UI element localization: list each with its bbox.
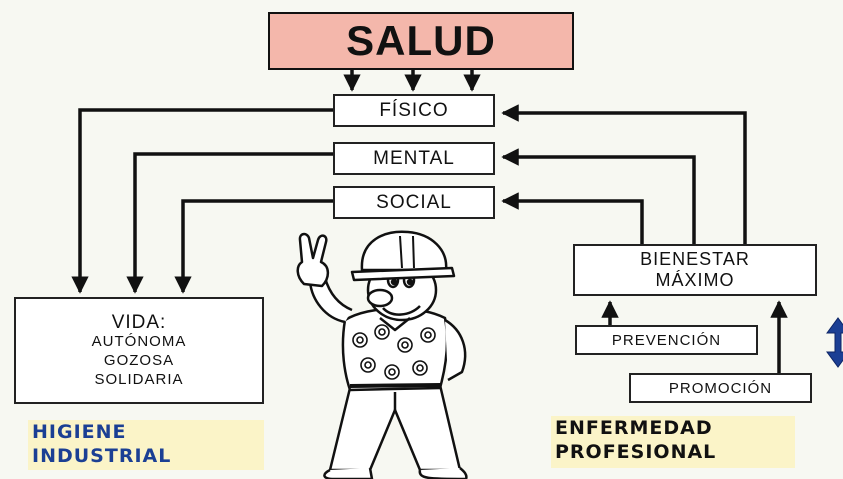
prevencion-label: PREVENCIÓN (611, 331, 722, 349)
enfermedad-profesional-label: ENFERMEDAD PROFESIONAL (551, 416, 795, 468)
higiene-line2: INDUSTRIAL (32, 445, 172, 467)
enfermedad-line1: ENFERMEDAD (555, 417, 713, 439)
bienestar-to-fisico-arrow (501, 104, 747, 244)
fisico-label: FÍSICO (379, 99, 449, 121)
bienestar-to-mental-arrow (501, 148, 696, 244)
fisico-to-vida-arrow (71, 108, 333, 294)
salud-box: SALUD (268, 12, 574, 70)
salud-title: SALUD (346, 17, 496, 64)
higiene-line1: HIGIENE (32, 421, 127, 443)
bienestar-maximo-box: BIENESTAR MÁXIMO (573, 244, 817, 296)
vida-box: VIDA: AUTÓNOMA GOZOSA SOLIDARIA (14, 297, 264, 404)
bienestar-to-social-arrow (501, 192, 644, 244)
social-box: SOCIAL (333, 186, 495, 219)
up-down-arrow-icon (826, 317, 843, 368)
vida-item: SOLIDARIA (94, 370, 184, 388)
mental-label: MENTAL (373, 147, 455, 169)
social-label: SOCIAL (376, 191, 452, 213)
promocion-box: PROMOCIÓN (629, 373, 812, 403)
bienestar-line1: BIENESTAR (640, 249, 750, 269)
mental-to-vida-arrow (126, 152, 333, 294)
enfermedad-line2: PROFESIONAL (555, 441, 717, 463)
fisico-box: FÍSICO (333, 94, 495, 127)
worker-helmet (360, 230, 448, 272)
higiene-industrial-label: HIGIENE INDUSTRIAL (28, 420, 264, 470)
promocion-label: PROMOCIÓN (668, 379, 773, 397)
vida-item: AUTÓNOMA (91, 332, 187, 350)
vida-title: VIDA: (111, 311, 167, 333)
bienestar-line2: MÁXIMO (655, 270, 735, 290)
worker-hand-v-sign (296, 232, 330, 288)
vida-item: GOZOSA (103, 351, 175, 369)
prevencion-box: PREVENCIÓN (575, 325, 758, 355)
worker-illustration (296, 230, 468, 479)
mental-box: MENTAL (333, 142, 495, 175)
social-to-vida-arrow (174, 199, 333, 294)
